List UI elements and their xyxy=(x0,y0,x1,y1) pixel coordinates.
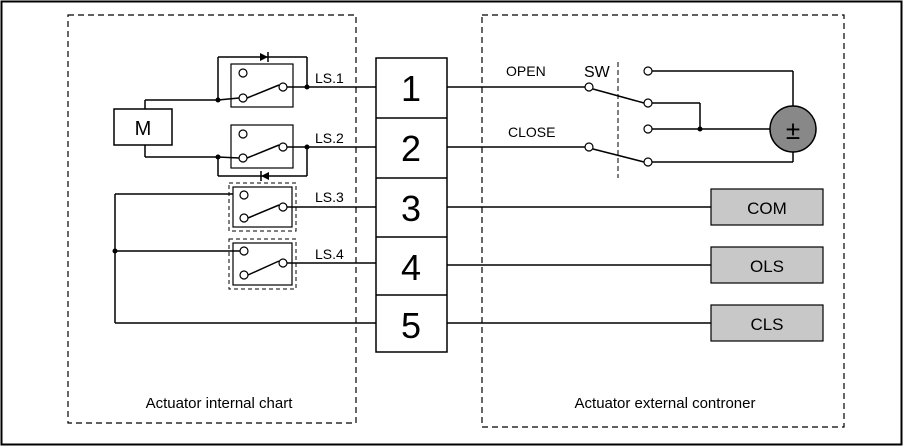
terminal-block: 1 2 3 4 5 xyxy=(375,57,448,353)
output-cls-label: CLS xyxy=(750,315,783,334)
diode-1-icon xyxy=(260,53,268,61)
output-cls: CLS xyxy=(447,304,824,342)
output-ols: OLS xyxy=(447,246,824,284)
limit-switch-2: LS.2 xyxy=(215,124,376,181)
terminal-4-label: 4 xyxy=(401,247,421,288)
internal-caption: Actuator internal chart xyxy=(146,395,294,412)
terminal-3-label: 3 xyxy=(401,188,421,229)
output-com: COM xyxy=(447,188,824,226)
terminal-2-label: 2 xyxy=(401,128,421,169)
output-com-label: COM xyxy=(747,199,787,218)
power-symbol: ± xyxy=(786,115,800,145)
ls4-label: LS.4 xyxy=(315,246,344,262)
internal-region xyxy=(67,14,357,424)
external-caption: Actuator external controner xyxy=(575,395,756,412)
ls3-label: LS.3 xyxy=(315,189,344,205)
close-label: CLOSE xyxy=(508,124,555,140)
ls1-label: LS.1 xyxy=(315,70,344,86)
motor: M xyxy=(113,99,218,158)
external-region xyxy=(481,14,845,428)
power-source-icon: ± xyxy=(769,105,817,153)
sw-label: SW xyxy=(584,64,611,81)
limit-switch-1: LS.1 xyxy=(215,52,376,108)
motor-label: M xyxy=(135,118,152,140)
terminal-1-label: 1 xyxy=(401,68,421,109)
selector-switch: OPEN CLOSE SW xyxy=(447,62,653,178)
limit-switch-4: LS.4 xyxy=(115,238,376,290)
ls2-label: LS.2 xyxy=(315,130,344,146)
diode-2-icon xyxy=(261,172,269,180)
limit-switch-3: LS.3 xyxy=(115,182,376,232)
open-label: OPEN xyxy=(506,63,546,79)
terminal-5-label: 5 xyxy=(401,305,421,346)
output-ols-label: OLS xyxy=(750,257,784,276)
common-wire xyxy=(112,194,376,324)
power-wiring xyxy=(652,70,794,163)
